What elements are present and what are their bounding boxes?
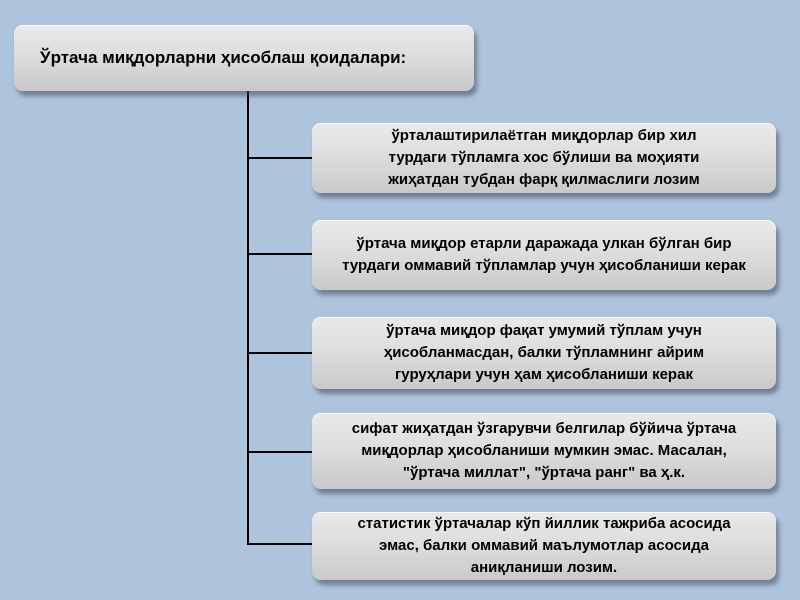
rule-line: жиҳатдан тубдан фарқ қилмаслиги лозим [388,171,700,188]
rule-text: сифат жиҳатдан ўзгарувчи белгилар бўйича… [352,418,737,484]
rule-box-5: статистик ўртачалар кўп йиллик тажриба а… [312,512,776,580]
rule-box-1: ўрталаштирилаётган миқдорлар бир хил тур… [312,123,776,193]
connector-trunk [247,91,249,544]
rule-line: статистик ўртачалар кўп йиллик тажриба а… [357,515,731,532]
rule-line: ўрталаштирилаётган миқдорлар бир хил [391,127,697,144]
rule-line: миқдорлар ҳисобланиши мумкин эмас. Масал… [361,442,727,459]
rule-line: гуруҳлари учун ҳам ҳисобланиши керак [395,366,693,383]
rule-line: аниқланиши лозим. [470,559,618,576]
rule-line: ўртача миқдор фақат умумий тўплам учун [386,322,702,339]
connector-branch [247,543,313,545]
connector-branch [247,157,313,159]
rule-line: сифат жиҳатдан ўзгарувчи белгилар бўйича… [351,420,737,437]
rule-text: ўртача миқдор етарли даражада улкан бўлг… [342,233,746,277]
rule-line: ҳисобланмасдан, балки тўпламнинг айрим [383,344,705,361]
connector-branch [247,352,313,354]
rule-box-2: ўртача миқдор етарли даражада улкан бўлг… [312,220,776,290]
rule-line: турдаги оммавий тўпламлар учун ҳисоблани… [342,257,746,274]
rule-text: ўрталаштирилаётган миқдорлар бир хил тур… [388,125,699,191]
rule-line: эмас, балки оммавий маълумотлар асосида [379,537,709,554]
diagram-title-text: Ўртача миқдорларни ҳисоблаш қоидалари: [40,48,407,67]
connector-branch [247,253,313,255]
rule-box-4: сифат жиҳатдан ўзгарувчи белгилар бўйича… [312,413,776,489]
connector-branch [247,451,313,453]
rule-box-3: ўртача миқдор фақат умумий тўплам учун ҳ… [312,317,776,389]
rule-text: ўртача миқдор фақат умумий тўплам учун ҳ… [384,320,704,386]
rule-line: турдаги тўпламга хос бўлиши ва моҳияти [388,149,700,166]
rule-line: "ўртача миллат", "ўртача ранг" ва ҳ.к. [402,464,686,481]
rule-text: статистик ўртачалар кўп йиллик тажриба а… [357,513,730,579]
diagram-title: Ўртача миқдорларни ҳисоблаш қоидалари: [14,25,474,91]
rule-line: ўртача миқдор етарли даражада улкан бўлг… [356,235,732,252]
